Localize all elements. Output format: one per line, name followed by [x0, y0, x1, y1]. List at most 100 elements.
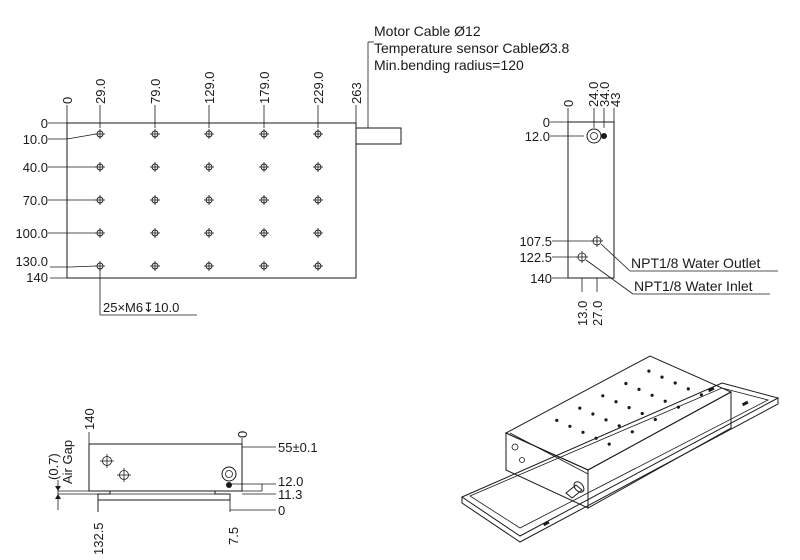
top-label: 43	[608, 93, 623, 107]
x-label: 0	[60, 97, 75, 104]
carriage-hole	[660, 375, 664, 379]
mounting-hole	[204, 162, 214, 172]
carriage-hole	[627, 406, 631, 410]
left-label: 0	[543, 115, 550, 130]
cable-stub	[355, 127, 402, 145]
x-label: 79.0	[148, 79, 163, 104]
bending-radius-note: Min.bending radius=120	[374, 57, 524, 73]
mounting-hole	[313, 129, 323, 139]
mounting-hole	[95, 195, 105, 205]
temperature-sensor-marker	[601, 133, 607, 139]
left-label: 107.5	[519, 234, 552, 249]
mounting-hole	[95, 162, 105, 172]
mounting-hole	[259, 162, 269, 172]
right-label: 11.3	[278, 487, 302, 502]
carriage-hole	[686, 387, 690, 391]
top-view-y-labels: 0 10.0 40.0 70.0 100.0 130.0 140	[15, 116, 48, 285]
x-label: 229.0	[311, 71, 326, 104]
front-view-holes	[100, 454, 237, 488]
top-view-body	[66, 122, 357, 279]
mounting-hole	[95, 228, 105, 238]
water-inlet-label: NPT1/8 Water Inlet	[634, 278, 753, 294]
carriage-hole	[604, 418, 608, 422]
mounting-hole-grid	[95, 129, 323, 271]
mounting-hole	[259, 195, 269, 205]
y-label: 40.0	[23, 160, 48, 175]
mounting-hole	[150, 162, 160, 172]
motor-cable-note: Motor Cable Ø12	[374, 23, 481, 39]
mounting-hole	[259, 129, 269, 139]
carriage-hole	[673, 381, 677, 385]
front-view-body	[88, 443, 243, 492]
mounting-hole	[259, 228, 269, 238]
side-view-top-labels: 0 24.0 34.0 43	[561, 82, 623, 107]
carriage-hole	[640, 411, 644, 416]
carriage-hole	[614, 400, 618, 404]
top-label: 24.0	[586, 82, 601, 107]
y-label: 10.0	[23, 132, 48, 147]
top-view-x-labels: 0 29.0 79.0 129.0 179.0 229.0 263	[60, 71, 364, 104]
left-label: 12.0	[525, 129, 550, 144]
mounting-hole	[259, 261, 269, 271]
left-label: 140	[530, 271, 552, 286]
air-gap-value: (0.7)	[46, 453, 61, 480]
carriage-hole	[630, 430, 634, 434]
mounting-hole	[150, 261, 160, 271]
carriage-hole	[663, 399, 667, 403]
bottom-label: 13.0	[575, 301, 590, 326]
top-label: 140	[82, 408, 97, 430]
front-view: 0 55±0.1 12.0 11.3 0 (0.7) Air Gap 140 1…	[46, 408, 318, 555]
carriage-hole	[581, 430, 585, 434]
left-label: 122.5	[519, 250, 552, 265]
x-label: 129.0	[202, 71, 217, 104]
bottom-label: 7.5	[226, 527, 241, 545]
hole-note: 25×M6↧10.0	[103, 300, 179, 315]
mounting-hole	[204, 129, 214, 139]
carriage-side	[587, 391, 732, 509]
carriage-hole	[601, 394, 605, 398]
carriage-hole	[591, 412, 595, 416]
motor-cable-circle	[586, 128, 602, 144]
y-label: 130.0	[15, 254, 48, 269]
right-label: 12.0	[278, 474, 303, 489]
temperature-cable-note: Temperature sensor CableØ3.8	[374, 40, 570, 56]
temperature-sensor-marker	[226, 482, 232, 488]
mounting-hole	[313, 195, 323, 205]
carriage-hole	[607, 442, 611, 446]
y-label: 140	[26, 270, 48, 285]
mounting-hole	[313, 228, 323, 238]
base-slots	[542, 386, 749, 527]
carriage-hole	[578, 406, 582, 410]
top-view: 0 29.0 79.0 129.0 179.0 229.0 263 0 10.0…	[15, 71, 402, 316]
carriage-hole	[555, 418, 559, 422]
front-view-bottom-labels: 132.5 7.5	[91, 522, 241, 555]
isometric-view	[460, 355, 780, 543]
side-view-body	[567, 121, 615, 279]
right-label: 0	[278, 503, 285, 518]
mounting-hole	[150, 228, 160, 238]
y-label: 0	[41, 116, 48, 131]
carriage-hole	[568, 424, 572, 428]
front-view-left-labels: (0.7) Air Gap 140	[46, 408, 97, 484]
mounting-hole	[150, 195, 160, 205]
motor-cable-circle	[221, 466, 237, 482]
side-view-bottom-labels: 13.0 27.0	[575, 301, 605, 326]
carriage-hole	[650, 393, 654, 397]
y-label: 100.0	[15, 226, 48, 241]
carriage-hole	[699, 393, 704, 397]
bottom-label: 132.5	[91, 522, 106, 555]
x-label: 179.0	[257, 71, 272, 104]
front-view-right-labels: 0 55±0.1 12.0 11.3 0	[235, 431, 318, 518]
x-label: 29.0	[93, 79, 108, 104]
bottom-label: 27.0	[590, 301, 605, 326]
side-view-left-labels: 0 12.0 107.5 122.5 140	[519, 115, 552, 286]
carriage-front	[505, 432, 589, 509]
mounting-hole	[204, 195, 214, 205]
mounting-hole	[204, 228, 214, 238]
carriage-hole	[653, 417, 657, 422]
mounting-hole	[204, 261, 214, 271]
base-rail	[97, 491, 231, 501]
carriage-hole	[594, 436, 598, 440]
mounting-hole	[313, 261, 323, 271]
